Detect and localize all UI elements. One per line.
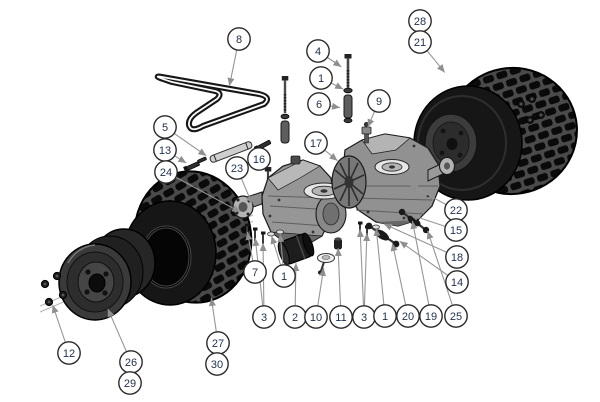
svg-text:15: 15 xyxy=(450,225,462,237)
callout-balloon-7: 7 xyxy=(243,260,267,284)
callout-balloon-25: 25 xyxy=(444,304,468,328)
callout-balloon-20: 20 xyxy=(396,304,420,328)
rear-tire-right xyxy=(413,66,578,201)
svg-text:4: 4 xyxy=(315,46,321,58)
wheel-rim-right-mounted xyxy=(424,113,478,173)
callout-balloon-9: 9 xyxy=(367,89,391,113)
callout-balloon-5: 5 xyxy=(153,115,177,139)
callout-balloon-30: 30 xyxy=(205,352,229,376)
svg-text:22: 22 xyxy=(450,205,462,217)
svg-text:10: 10 xyxy=(310,312,322,324)
svg-text:24: 24 xyxy=(160,167,172,179)
svg-text:21: 21 xyxy=(414,37,426,49)
svg-text:1: 1 xyxy=(382,311,388,323)
leader-line xyxy=(410,220,432,317)
wheel-rim-left xyxy=(58,228,156,321)
callout-balloon-6: 6 xyxy=(307,92,331,116)
callout-balloon-28: 28 xyxy=(408,9,432,33)
callout-balloon-4: 4 xyxy=(306,39,330,63)
svg-text:23: 23 xyxy=(231,163,243,175)
callout-balloon-2: 2 xyxy=(283,305,307,329)
svg-text:17: 17 xyxy=(310,138,322,150)
svg-text:11: 11 xyxy=(335,312,346,324)
support-rod xyxy=(209,141,253,163)
svg-text:19: 19 xyxy=(425,311,437,323)
callout-balloon-8: 8 xyxy=(227,27,251,51)
callout-balloon-10: 10 xyxy=(304,305,328,329)
callout-balloon-15: 15 xyxy=(444,218,468,242)
callout-balloon-1: 1 xyxy=(309,66,333,90)
svg-text:6: 6 xyxy=(316,99,322,111)
callout-balloon-18: 18 xyxy=(445,245,469,269)
svg-text:27: 27 xyxy=(212,338,224,350)
svg-text:26: 26 xyxy=(125,357,137,369)
svg-text:1: 1 xyxy=(281,271,287,283)
callout-balloon-22: 22 xyxy=(444,198,468,222)
lug-nuts-right xyxy=(517,95,545,124)
svg-text:5: 5 xyxy=(162,122,168,134)
callout-balloon-13: 13 xyxy=(153,138,177,162)
callout-balloon-27: 27 xyxy=(206,331,230,355)
svg-text:30: 30 xyxy=(211,359,223,371)
rear-tire-left xyxy=(123,170,253,306)
svg-text:20: 20 xyxy=(402,311,414,323)
callout-balloon-12: 12 xyxy=(57,341,81,365)
svg-text:3: 3 xyxy=(361,312,367,324)
leader-line xyxy=(356,228,365,318)
svg-text:28: 28 xyxy=(414,16,426,28)
leader-line xyxy=(390,242,409,317)
drive-belt xyxy=(154,73,270,133)
cooling-fan xyxy=(331,155,367,209)
svg-text:12: 12 xyxy=(63,348,75,360)
svg-text:3: 3 xyxy=(261,312,267,324)
svg-text:8: 8 xyxy=(236,34,242,46)
callout-balloon-19: 19 xyxy=(419,304,443,328)
callout-balloon-1: 1 xyxy=(373,304,397,328)
svg-text:25: 25 xyxy=(450,311,462,323)
svg-text:7: 7 xyxy=(252,267,258,279)
callout-balloon-17: 17 xyxy=(304,131,328,155)
svg-text:14: 14 xyxy=(451,277,463,289)
svg-text:16: 16 xyxy=(253,154,265,166)
callout-balloon-21: 21 xyxy=(408,30,432,54)
svg-text:18: 18 xyxy=(451,252,463,264)
leader-line xyxy=(426,230,457,317)
leader-line xyxy=(363,232,371,318)
callout-balloon-14: 14 xyxy=(445,270,469,294)
callout-balloon-23: 23 xyxy=(225,156,249,180)
breather-cap xyxy=(317,253,335,275)
svg-text:29: 29 xyxy=(124,378,136,390)
svg-text:2: 2 xyxy=(292,312,298,324)
callout-balloon-3: 3 xyxy=(352,305,376,329)
svg-text:13: 13 xyxy=(159,145,171,157)
callout-balloon-24: 24 xyxy=(154,160,178,184)
leader-line xyxy=(165,171,241,213)
callout-balloon-29: 29 xyxy=(118,371,142,395)
callout-balloon-11: 11 xyxy=(329,305,353,329)
transaxle-right xyxy=(331,121,456,227)
leader-line xyxy=(373,227,386,317)
svg-text:9: 9 xyxy=(376,96,382,108)
callout-balloon-16: 16 xyxy=(247,147,271,171)
callout-balloon-1: 1 xyxy=(272,264,296,288)
leader-line xyxy=(383,223,458,258)
callout-balloon-26: 26 xyxy=(119,350,143,374)
drain-plug xyxy=(334,237,342,250)
svg-text:1: 1 xyxy=(318,73,324,85)
callout-balloon-3: 3 xyxy=(252,305,276,329)
lug-nuts-left xyxy=(40,271,68,307)
drive-pulley-right xyxy=(374,159,410,175)
